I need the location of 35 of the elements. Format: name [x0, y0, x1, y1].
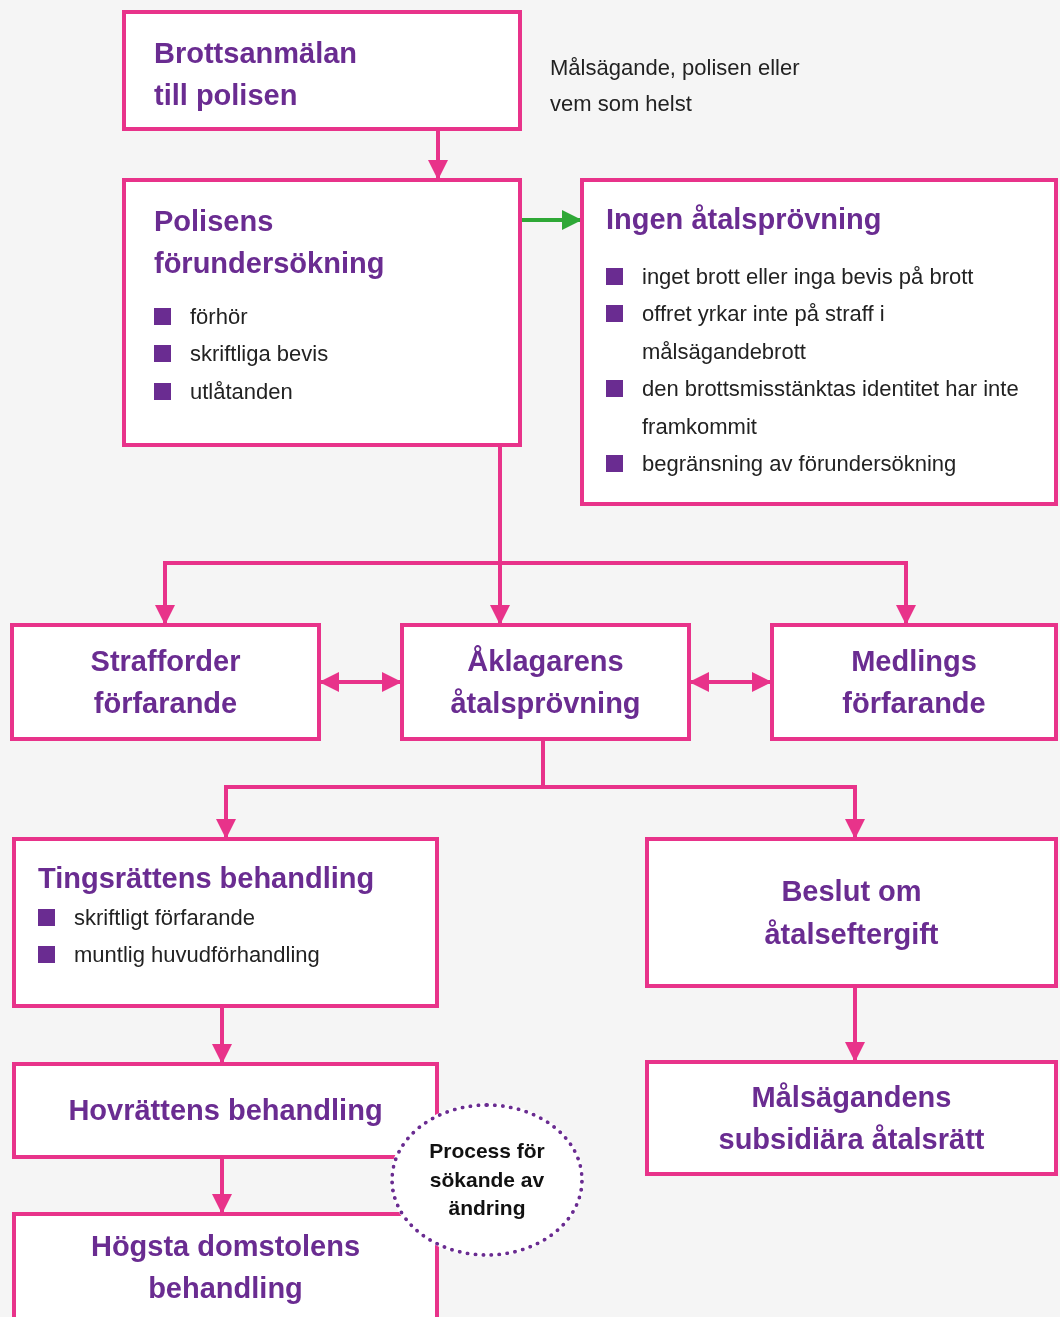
box-heading: Tingsrättens behandling [38, 861, 376, 896]
arrow [522, 210, 582, 230]
note-text: Målsägande, polisen eller vem som helst [550, 54, 801, 119]
box-heading: Medlings förfarande [841, 643, 987, 721]
arrow [212, 1159, 232, 1214]
process-box [645, 837, 1058, 988]
bullet-item: utlåtanden [154, 372, 490, 411]
process-box [122, 10, 522, 131]
box-heading: Beslut om åtalseftergift [763, 874, 940, 952]
bullet-item: skriftligt förfarande [38, 899, 413, 937]
box-heading: Brottsanmälan till polisen [154, 36, 359, 114]
bullet-item: förhör [154, 298, 490, 336]
arrow [428, 131, 448, 180]
box-heading: Åklagarens åtalsprövning [449, 643, 642, 721]
process-box [400, 623, 691, 741]
process-box [10, 623, 321, 741]
box-heading: Ingen åtalsprövning [606, 202, 883, 237]
process-box [770, 623, 1058, 741]
process-box [645, 1060, 1058, 1176]
bullet-item: muntlig huvudförhandling [38, 936, 413, 974]
box-heading: Strafforder förfarande [89, 643, 242, 721]
box-heading: Hovrättens behandling [68, 1093, 383, 1129]
arrow [845, 988, 865, 1062]
circle-label: Process för sökande av ändring [428, 1138, 546, 1222]
bullet-item: inget brott eller inga bevis på brott [606, 258, 1032, 296]
process-box [12, 837, 439, 1008]
bullet-item: begränsning av förundersökning [606, 445, 1032, 483]
box-heading: Polisens förundersökning [154, 204, 386, 282]
process-box [580, 178, 1058, 506]
box-heading: Målsägandens subsidiära åtalsrätt [717, 1079, 986, 1157]
bullet-item: skriftliga bevis [154, 335, 490, 373]
arrow [212, 1008, 232, 1064]
process-box [12, 1212, 439, 1317]
process-box [122, 178, 522, 447]
box-heading: Högsta domstolens behandling [89, 1228, 362, 1306]
